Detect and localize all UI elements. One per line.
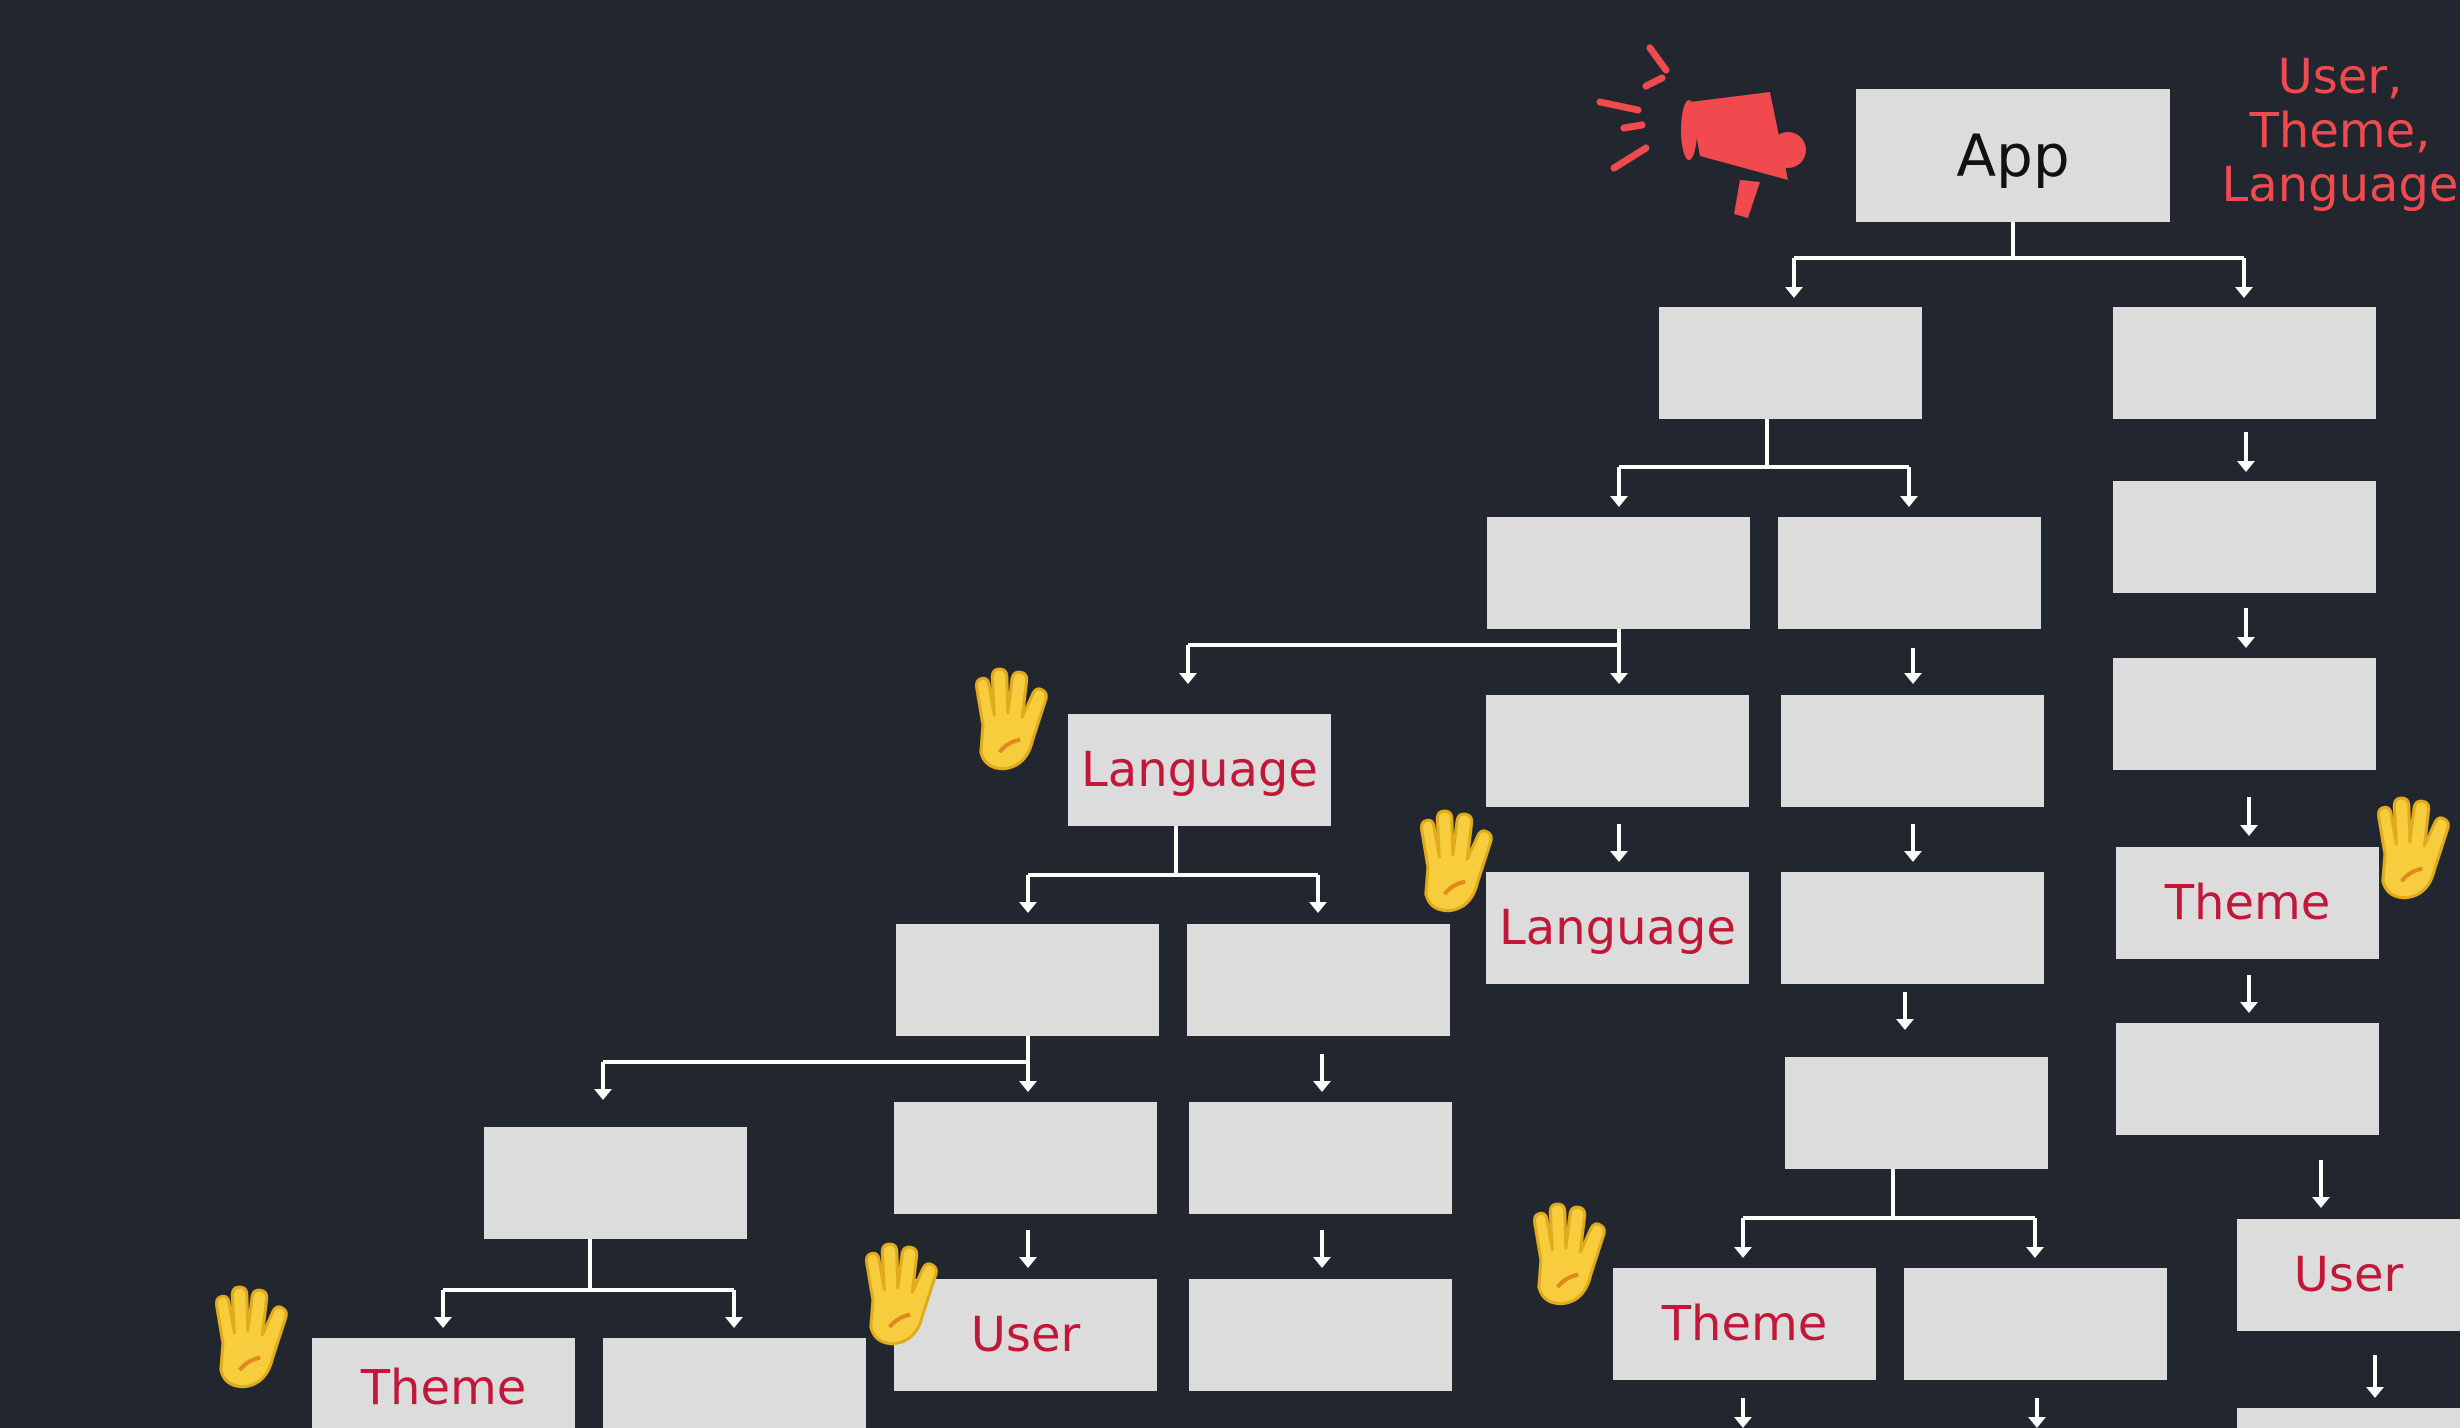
arrow-head <box>2235 287 2253 298</box>
raised-hand-icon <box>1533 1202 1606 1306</box>
arrow-head <box>1179 673 1197 684</box>
arrow-head <box>1734 1417 1752 1428</box>
tree-node <box>1781 872 2044 984</box>
arrow-head <box>2240 1002 2258 1013</box>
arrow-head <box>1734 1247 1752 1258</box>
arrow-head <box>2237 637 2255 648</box>
arrow-head <box>1610 851 1628 862</box>
tree-node <box>894 1102 1157 1214</box>
arrow-head <box>2312 1197 2330 1208</box>
tree-node <box>2237 1408 2460 1428</box>
arrow-head <box>2237 461 2255 472</box>
arrow-head <box>1904 673 1922 684</box>
tree-node <box>1487 517 1750 629</box>
user-label: User <box>970 1307 1081 1363</box>
tree-node <box>484 1127 747 1239</box>
arrow-head <box>1313 1257 1331 1268</box>
arrow-head <box>2028 1417 2046 1428</box>
tree-node <box>1189 1279 1452 1391</box>
provided-context-values: User, Theme, Language <box>2221 49 2459 213</box>
arrow-head <box>2240 825 2258 836</box>
arrow-head <box>725 1317 743 1328</box>
user-consumer-node: User <box>2237 1219 2460 1331</box>
tree-node <box>1187 924 1450 1036</box>
tree-node <box>2113 658 2376 770</box>
tree-node <box>1486 695 1749 807</box>
tree-node <box>1904 1268 2167 1380</box>
arrow-head <box>1904 851 1922 862</box>
arrow-head <box>434 1317 452 1328</box>
tree-node <box>2116 1023 2379 1135</box>
arrow-head <box>1900 496 1918 507</box>
language-label: Language <box>1081 742 1318 798</box>
tree-node <box>2113 481 2376 593</box>
arrow-head <box>1309 902 1327 913</box>
theme-label: Theme <box>2164 875 2331 931</box>
user-consumer-node: User <box>894 1279 1157 1391</box>
megaphone-icon <box>1596 44 1806 218</box>
arrow-head <box>1610 496 1628 507</box>
tree-node <box>896 924 1159 1036</box>
language-consumer-node: Language <box>1486 872 1749 984</box>
arrow-head <box>2366 1387 2384 1398</box>
arrow-head <box>1019 902 1037 913</box>
tree-node <box>1778 517 2041 629</box>
arrow-head <box>1019 1257 1037 1268</box>
tree-node <box>2113 307 2376 419</box>
raised-hand-icon <box>975 667 1048 771</box>
tree-node <box>1659 307 1922 419</box>
tree-node <box>1781 695 2044 807</box>
language-consumer-node: Language <box>1068 714 1331 826</box>
arrow-head <box>594 1089 612 1100</box>
arrow-head <box>1019 1081 1037 1092</box>
raised-hand-icon <box>2377 796 2450 900</box>
raised-hand-icon <box>1420 809 1493 913</box>
raised-hand-icon <box>865 1242 938 1346</box>
arrow-head <box>1896 1019 1914 1030</box>
theme-consumer-node: Theme <box>1613 1268 1876 1380</box>
user-label: User <box>2293 1247 2404 1303</box>
tree-node <box>1189 1102 1452 1214</box>
app-label: App <box>1956 121 2070 190</box>
tree-node <box>603 1338 866 1428</box>
theme-consumer-node: Theme <box>2116 847 2379 959</box>
theme-label: Theme <box>360 1360 527 1416</box>
arrow-head <box>1313 1081 1331 1092</box>
theme-consumer-node: Theme <box>312 1338 575 1428</box>
app-node: App <box>1856 89 2170 222</box>
arrow-head <box>1785 287 1803 298</box>
theme-label: Theme <box>1661 1296 1828 1352</box>
tree-node <box>1785 1057 2048 1169</box>
arrow-head <box>1610 673 1628 684</box>
raised-hand-icon <box>215 1285 288 1389</box>
language-label: Language <box>1499 900 1736 956</box>
arrow-head <box>2026 1247 2044 1258</box>
